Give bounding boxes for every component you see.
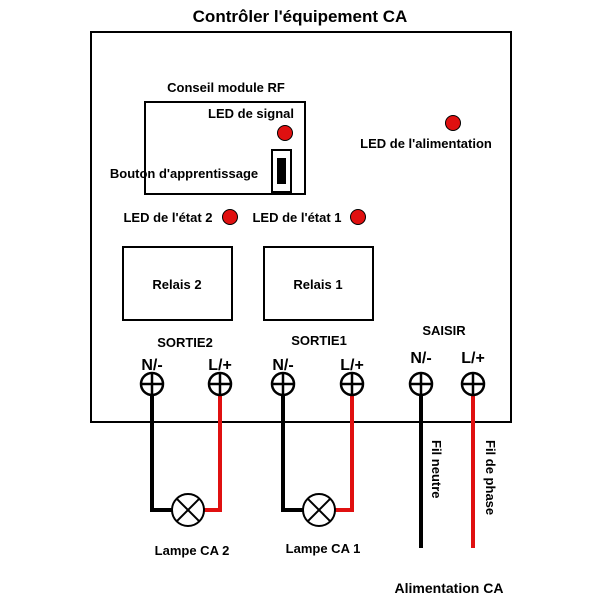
neutral-wire-label: Fil neutre — [429, 440, 444, 499]
lamp-2-icon — [171, 493, 205, 527]
terminal-out2-pos-label: L/+ — [208, 357, 232, 374]
terminal-in-neg-label: N/- — [410, 350, 431, 367]
terminal-out2-pos — [207, 371, 233, 397]
output-1-label: SORTIE1 — [291, 333, 347, 348]
wire-out2-phase — [204, 384, 222, 512]
status-led-1-label: LED de l'état 1 — [252, 210, 341, 225]
status-led-1 — [350, 209, 366, 225]
diagram-title: Contrôler l'équipement CA — [193, 7, 408, 26]
phase-wire-label: Fil de phase — [483, 440, 498, 515]
signal-led — [277, 125, 293, 141]
lamp-1-label: Lampe CA 1 — [286, 541, 361, 556]
terminal-out1-neg-label: N/- — [272, 357, 293, 374]
terminal-in-pos — [460, 371, 486, 397]
wire-out1-neutral — [281, 384, 303, 512]
terminal-out2-neg-label: N/- — [141, 357, 162, 374]
learn-button[interactable] — [271, 149, 292, 193]
rf-module-board — [144, 101, 306, 195]
relay-1-label: Relais 1 — [293, 277, 342, 292]
relay-1-box — [263, 246, 374, 321]
learn-button-label: Bouton d'apprentissage — [110, 166, 258, 181]
status-led-2 — [222, 209, 238, 225]
wire-out1-phase — [335, 384, 354, 512]
signal-led-label: LED de signal — [208, 106, 294, 121]
lamp-2-label: Lampe CA 2 — [155, 543, 230, 558]
wire-out2-neutral — [150, 384, 172, 512]
terminal-in-neg — [408, 371, 434, 397]
terminal-out1-neg — [270, 371, 296, 397]
status-led-2-label: LED de l'état 2 — [123, 210, 212, 225]
terminal-in-pos-label: L/+ — [461, 350, 485, 367]
power-led — [445, 115, 461, 131]
output-2-label: SORTIE2 — [157, 335, 213, 350]
relay-2-box — [122, 246, 233, 321]
terminal-out2-neg — [139, 371, 165, 397]
terminal-out1-pos-label: L/+ — [340, 357, 364, 374]
power-supply-label: Alimentation CA — [395, 580, 504, 596]
relay-2-label: Relais 2 — [152, 277, 201, 292]
power-led-label: LED de l'alimentation — [360, 136, 492, 151]
input-label: SAISIR — [422, 323, 466, 338]
controller-box — [90, 31, 512, 423]
lamp-1-icon — [302, 493, 336, 527]
terminal-out1-pos — [339, 371, 365, 397]
rf-module-label: Conseil module RF — [167, 80, 285, 95]
